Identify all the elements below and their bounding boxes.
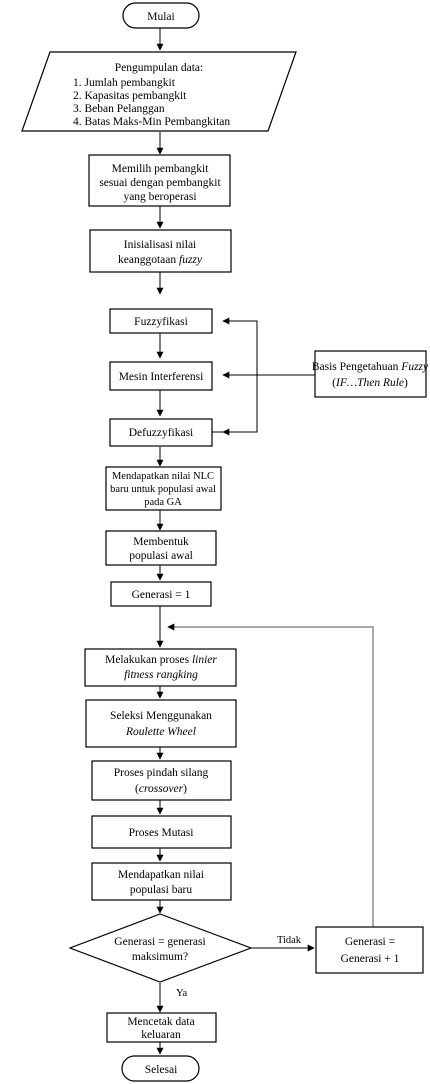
mutation-node: Proses Mutasi bbox=[91, 815, 232, 849]
choose-line-1: Memilih pembangkit bbox=[112, 163, 210, 175]
newpop-line-1: Mendapatkan nilai bbox=[118, 869, 204, 881]
start-node: Mulai bbox=[122, 2, 200, 29]
choose-line-2: sesuai dengan pembangkit bbox=[99, 177, 221, 189]
no-branch-label: Tidak bbox=[277, 935, 302, 946]
kb-line-1: Basis Pengetahuan Fuzzy bbox=[312, 361, 429, 373]
ranking-line-2: fitness rangking bbox=[124, 669, 198, 681]
inference-label: Mesin Interferensi bbox=[119, 371, 204, 383]
arrow-increment-loop bbox=[167, 623, 374, 927]
newpop-line-2: populasi baru bbox=[130, 884, 193, 896]
defuzzify-label: Defuzzyfikasi bbox=[129, 427, 194, 439]
end-label: Selesai bbox=[145, 1064, 178, 1076]
print-line-1: Mencetak data bbox=[127, 1016, 194, 1028]
input-item-3: 3. Beban Pelanggan bbox=[73, 103, 165, 115]
nlc-line-1: Mendapatkan nilai NLC bbox=[112, 471, 214, 482]
nlc-line-3: pada GA bbox=[144, 497, 182, 508]
yes-branch-label: Ya bbox=[176, 988, 188, 999]
connectors bbox=[156, 28, 374, 1055]
print-output-node: Mencetak data keluaran bbox=[106, 1012, 217, 1043]
initial-population-node: Membentuk populasi awal bbox=[105, 530, 217, 566]
selection-line-2: Roulette Wheel bbox=[125, 726, 196, 738]
init-membership-node: Inisialisasi nilai keanggotaan fuzzy bbox=[89, 229, 232, 273]
fuzzify-label: Fuzzyfikasi bbox=[134, 316, 188, 328]
population-line-2: populasi awal bbox=[129, 550, 193, 562]
increment-line-1: Generasi = bbox=[345, 936, 395, 948]
inference-engine-node: Mesin Interferensi bbox=[109, 361, 213, 391]
gen-init-label: Generasi = 1 bbox=[132, 589, 191, 601]
nlc-value-node: Mendapatkan nilai NLC baru untuk populas… bbox=[105, 466, 222, 511]
defuzzification-node: Defuzzyfikasi bbox=[109, 418, 213, 447]
ranking-line-1: Melakukan proses linier bbox=[105, 654, 217, 666]
max-generation-decision: Generasi = generasi maksimum? bbox=[68, 913, 253, 983]
init-line-1: Inisialisasi nilai bbox=[124, 239, 197, 251]
kb-line-2: (IF…Then Rule) bbox=[332, 377, 408, 389]
input-data-node: Pengumpulan data: 1. Jumlah pembangkit 2… bbox=[21, 51, 297, 132]
increment-line-2: Generasi + 1 bbox=[341, 953, 400, 965]
roulette-selection-node: Seleksi Menggunakan Roulette Wheel bbox=[85, 699, 237, 748]
start-label: Mulai bbox=[147, 11, 174, 23]
input-item-2: 2. Kapasitas pembangkit bbox=[73, 90, 187, 102]
nlc-line-2: baru untuk populasi awal bbox=[110, 484, 216, 495]
fuzzification-node: Fuzzyfikasi bbox=[109, 308, 213, 334]
crossover-line-1: Proses pindah silang bbox=[114, 767, 209, 779]
init-line-2: keanggotaan fuzzy bbox=[118, 254, 203, 266]
choose-line-3: yang beroperasi bbox=[123, 191, 196, 203]
fitness-ranking-node: Melakukan proses linier fitness rangking bbox=[84, 648, 237, 687]
generation-init-node: Generasi = 1 bbox=[110, 581, 212, 607]
mutation-label: Proses Mutasi bbox=[129, 827, 194, 839]
input-item-1: 1. Jumlah pembangkit bbox=[73, 77, 176, 89]
end-node: Selesai bbox=[121, 1055, 200, 1082]
population-line-1: Membentuk bbox=[133, 536, 189, 548]
choose-generator-node: Memilih pembangkit sesuai dengan pembang… bbox=[88, 154, 231, 207]
input-title: Pengumpulan data: bbox=[115, 62, 203, 74]
arrow-defuzzify-feedback bbox=[212, 317, 258, 433]
input-item-4: 4. Batas Maks-Min Pembangkitan bbox=[73, 116, 230, 128]
new-population-node: Mendapatkan nilai populasi baru bbox=[91, 862, 232, 901]
decision-line-1: Generasi = generasi bbox=[114, 936, 205, 948]
decision-line-2: maksimum? bbox=[132, 951, 188, 963]
selection-line-1: Seleksi Menggunakan bbox=[110, 710, 212, 722]
generation-increment-node: Generasi = Generasi + 1 bbox=[315, 926, 424, 974]
knowledge-base-node: Basis Pengetahuan Fuzzy (IF…Then Rule) bbox=[312, 350, 429, 398]
crossover-line-2: (crossover) bbox=[135, 783, 187, 795]
print-line-2: keluaran bbox=[141, 1029, 181, 1041]
crossover-node: Proses pindah silang (crossover) bbox=[91, 760, 232, 801]
